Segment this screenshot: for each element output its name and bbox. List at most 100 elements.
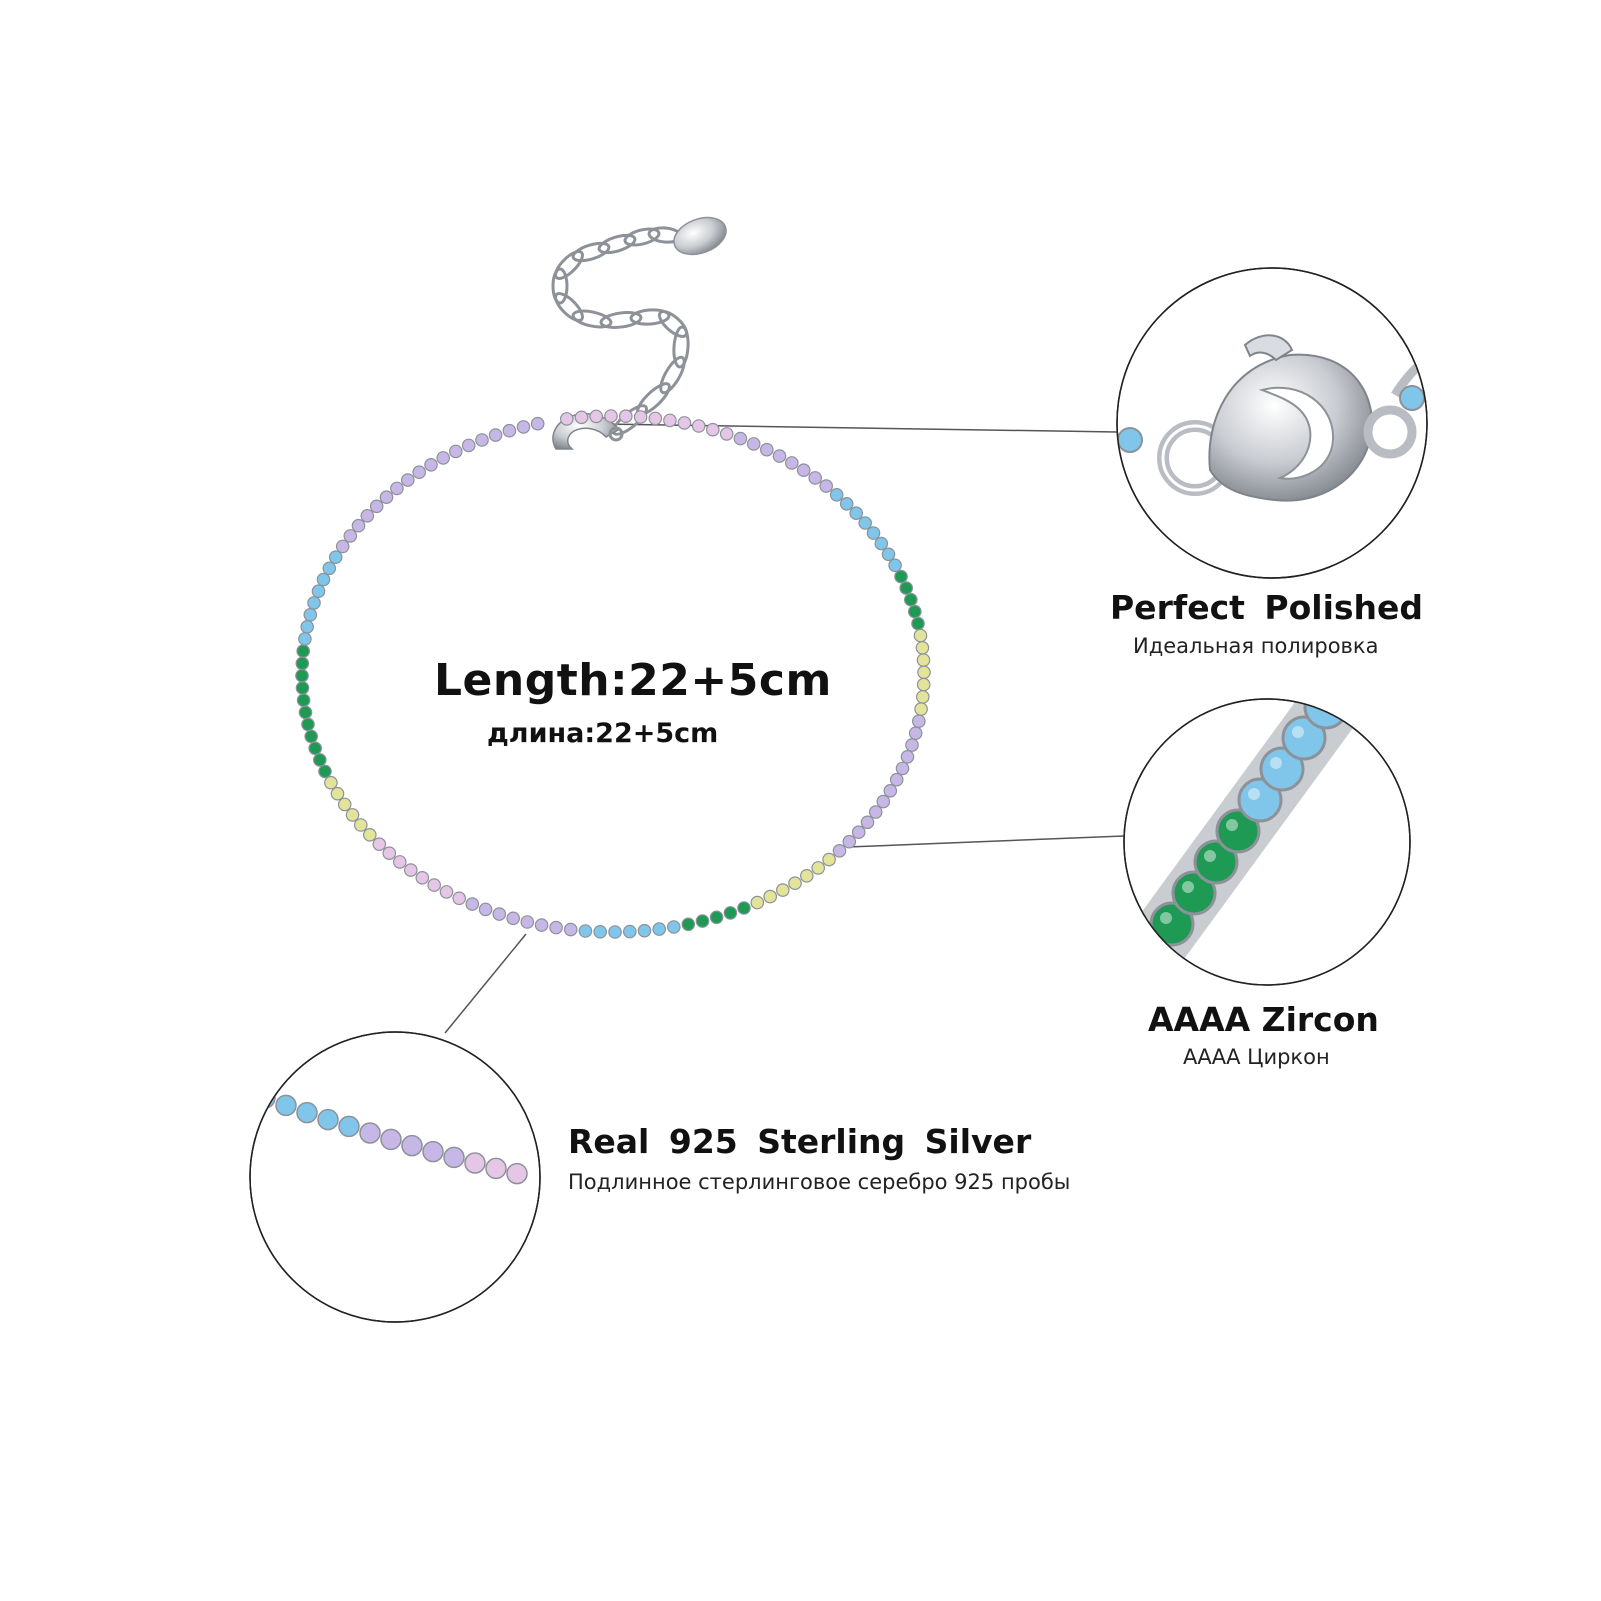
bracelet-stone — [666, 920, 681, 934]
bracelet-stone — [663, 413, 677, 428]
bracelet-stone — [772, 449, 787, 463]
closeup-clasp — [1116, 267, 1428, 579]
bracelet-stone — [723, 906, 738, 920]
bracelet-stone — [300, 619, 314, 634]
bracelet-stone — [917, 665, 931, 680]
bracelet-stone — [465, 897, 480, 911]
bracelet-stone — [415, 870, 430, 885]
feature-subtitle-polished: Идеальная полировка — [1133, 634, 1379, 658]
feature-title-zircon: AAAA Zircon — [1148, 1000, 1379, 1039]
bracelet-stone — [516, 420, 531, 434]
bracelet-stone — [876, 794, 891, 809]
bracelet-stone — [842, 834, 857, 849]
bracelet-stone — [832, 843, 847, 858]
bracelet-stone — [492, 907, 507, 921]
bracelet-stone — [304, 729, 318, 744]
bracelet-stone — [301, 717, 315, 732]
bracelet-stone — [307, 596, 321, 610]
bracelet-stone — [881, 547, 896, 562]
bracelet-stone — [424, 457, 438, 472]
bracelet-stone — [733, 431, 748, 446]
bracelet-stone — [488, 428, 503, 442]
bracelet-stone — [808, 471, 822, 485]
bracelet-stone — [915, 690, 930, 704]
bracelet-stone — [303, 607, 318, 622]
bracelet-stone — [345, 808, 360, 822]
bracelet-stone — [295, 668, 309, 683]
length-label: Length:22+5cm — [434, 655, 832, 706]
pointer-line-clasp — [599, 423, 1118, 433]
bracelet-stone — [652, 922, 666, 936]
bracelet-stone — [796, 463, 811, 477]
bracelet-stone — [858, 516, 872, 530]
bracelet-stone — [589, 409, 603, 424]
bracelet-stone — [829, 487, 844, 502]
silver-tag-icon — [673, 216, 727, 256]
bracelet-stone — [448, 444, 463, 459]
bracelet-stone — [819, 479, 833, 493]
bracelet-stone — [322, 561, 337, 576]
bracelet-stone — [520, 915, 535, 929]
bracelet-stone — [915, 640, 930, 655]
bracelet-stone — [839, 496, 854, 511]
bracelet-stone — [316, 572, 331, 587]
bracelet-stone — [784, 456, 799, 470]
bracelet-stone — [578, 924, 593, 938]
bracelet-stone — [608, 925, 622, 939]
feature-title-polished: Perfect Polished — [1110, 588, 1424, 627]
bracelet-stone — [563, 922, 578, 937]
bracelet-stone — [907, 604, 922, 619]
bracelet-stone — [860, 815, 875, 830]
bracelet-stone — [874, 536, 889, 551]
bracelet-stone — [894, 569, 908, 584]
bracelet-stone — [351, 518, 366, 533]
bracelet-stone — [705, 422, 720, 437]
bracelet-stone — [889, 772, 904, 787]
bracelet-stone — [330, 786, 345, 801]
bracelet-stone — [382, 846, 397, 860]
bracelet-stone — [750, 895, 765, 910]
bracelet-stone — [403, 863, 418, 877]
extender-chain — [551, 226, 690, 436]
bracelet-stone — [439, 885, 454, 899]
bracelet-stone — [298, 705, 313, 720]
bracelet-stone — [737, 901, 751, 915]
feature-title-silver: Real 925 Sterling Silver — [568, 1122, 1032, 1161]
bracelet-stone — [903, 592, 918, 607]
bracelet-stone — [681, 917, 696, 932]
bracelet-stone — [822, 852, 836, 867]
bracelet-stone — [295, 656, 310, 671]
bracelet-stone — [574, 410, 589, 425]
bracelet-stone — [296, 693, 311, 707]
bracelet-stone — [436, 451, 450, 465]
bracelet-stone — [506, 911, 520, 926]
bracelet-stone — [559, 412, 574, 426]
bracelet-stone — [709, 910, 724, 925]
bracelet-stone — [343, 529, 358, 543]
bracelet-stone — [883, 783, 898, 798]
bracelet-stone — [849, 506, 863, 520]
bracelet-stone — [604, 409, 618, 423]
bracelet-stone — [900, 749, 915, 764]
feature-subtitle-silver: Подлинное стерлинговое серебро 925 пробы — [568, 1170, 1071, 1194]
bracelet-stone — [362, 827, 377, 842]
bracelet-stone — [618, 409, 633, 423]
pointer-line-zircon — [847, 835, 1125, 848]
bracelet-stone — [475, 433, 489, 447]
bracelet-stone — [335, 539, 350, 554]
feature-subtitle-zircon: АААА Циркон — [1183, 1045, 1330, 1069]
bracelet-stone — [298, 632, 312, 646]
bracelet-stone — [308, 741, 322, 756]
closeup-zircon — [1123, 698, 1411, 986]
bracelet-stone — [746, 437, 761, 451]
bracelet-stone — [799, 868, 814, 883]
bracelet-stone — [895, 761, 910, 776]
bracelet-stone — [502, 423, 517, 438]
bracelet-stone — [369, 499, 384, 514]
bracelet-stone — [775, 883, 790, 897]
bracelet-stone — [427, 878, 441, 892]
bracelet-stone — [911, 714, 926, 728]
bracelet-stone — [390, 481, 404, 496]
